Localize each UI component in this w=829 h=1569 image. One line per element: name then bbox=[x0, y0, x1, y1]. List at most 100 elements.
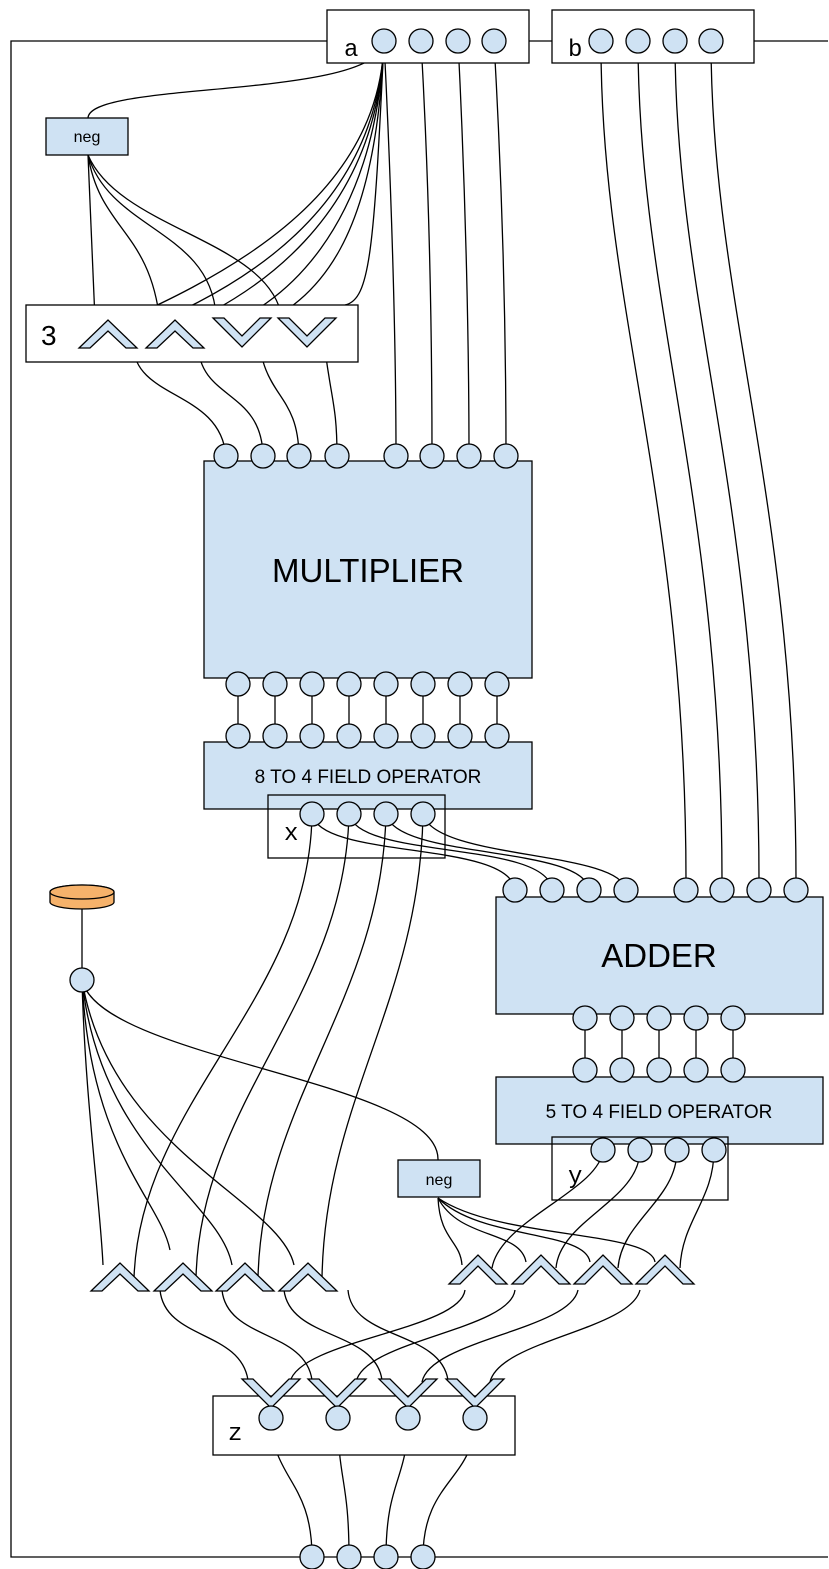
multiplier-in-pin bbox=[383, 443, 409, 469]
constant-box bbox=[25, 304, 359, 363]
up-gate bbox=[510, 1254, 572, 1285]
up-gate bbox=[144, 319, 206, 349]
y-register: y bbox=[551, 1136, 729, 1201]
z-pin bbox=[395, 1405, 421, 1431]
adder-in-pin bbox=[746, 877, 772, 903]
multiplier-out-pin bbox=[373, 671, 399, 697]
field-op-in-pin bbox=[609, 1057, 635, 1083]
multiplier-out-pin bbox=[262, 671, 288, 697]
up-gate bbox=[89, 1262, 151, 1292]
input-a-label: a bbox=[344, 37, 358, 64]
multiplier-in-pin bbox=[250, 443, 276, 469]
adder-in-pin bbox=[539, 877, 565, 903]
up-gate bbox=[572, 1254, 634, 1285]
y-pin bbox=[701, 1137, 727, 1163]
x-label: x bbox=[284, 821, 298, 848]
field-op-in-pin bbox=[447, 723, 473, 749]
bottom-left-gates bbox=[89, 1262, 339, 1292]
multiplier-out-pin bbox=[484, 671, 510, 697]
field-op-in-pin bbox=[225, 723, 251, 749]
constant-label: 3 bbox=[41, 320, 57, 351]
x-pin bbox=[373, 801, 399, 827]
constant-block: 3 bbox=[25, 304, 359, 363]
up-gate bbox=[447, 1254, 509, 1285]
multiplier-out-pin bbox=[447, 671, 473, 697]
y-pin bbox=[627, 1137, 653, 1163]
adder-in-pin bbox=[783, 877, 809, 903]
input-b-pin bbox=[662, 28, 688, 54]
field-op-in-pin bbox=[646, 1057, 672, 1083]
adder-label: ADDER bbox=[601, 937, 717, 974]
adder-in-pin bbox=[576, 877, 602, 903]
y-pin bbox=[664, 1137, 690, 1163]
field-op-in-pin bbox=[336, 723, 362, 749]
up-gate bbox=[277, 1262, 339, 1292]
x-register: x bbox=[267, 794, 446, 859]
x-pin bbox=[410, 801, 436, 827]
multiplier-in-pin bbox=[324, 443, 350, 469]
multiplier-in-pin bbox=[213, 443, 239, 469]
down-gate bbox=[276, 317, 338, 348]
field-op-in-pin bbox=[299, 723, 325, 749]
field-operator-8to4: 8 TO 4 FIELD OPERATOR bbox=[203, 723, 533, 810]
z-pin bbox=[462, 1405, 488, 1431]
up-gate bbox=[152, 1262, 214, 1292]
field-op-in-pin bbox=[572, 1057, 598, 1083]
clock-pin bbox=[69, 967, 95, 993]
y-label: y bbox=[568, 1164, 582, 1191]
adder-out-pin bbox=[609, 1005, 635, 1031]
up-gate bbox=[214, 1262, 276, 1292]
output-pin bbox=[410, 1544, 436, 1569]
neg-bottom-label: neg bbox=[426, 1172, 453, 1189]
up-gate bbox=[634, 1254, 696, 1285]
output-pins bbox=[299, 1544, 436, 1569]
adder-in-pin bbox=[613, 877, 639, 903]
multiplier-out-pin bbox=[299, 671, 325, 697]
x-box bbox=[267, 794, 446, 859]
multiplier-label: MULTIPLIER bbox=[272, 552, 464, 589]
input-a-pin bbox=[371, 28, 397, 54]
x-pin bbox=[336, 801, 362, 827]
field-op-in-pin bbox=[484, 723, 510, 749]
input-b-pin bbox=[698, 28, 724, 54]
neg-top-block: neg bbox=[45, 117, 129, 156]
multiplier-out-pin bbox=[410, 671, 436, 697]
multiplier-in-pin bbox=[419, 443, 445, 469]
x-pin bbox=[299, 801, 325, 827]
bottom-right-gates bbox=[447, 1254, 696, 1285]
multiplier-out-pin bbox=[336, 671, 362, 697]
adder-out-pin bbox=[572, 1005, 598, 1031]
input-b-label: b bbox=[568, 37, 582, 64]
field-operator-5to4: 5 TO 4 FIELD OPERATOR bbox=[495, 1057, 824, 1145]
z-pin bbox=[325, 1405, 351, 1431]
field-op-in-pin bbox=[373, 723, 399, 749]
input-b-pin bbox=[625, 28, 651, 54]
clock-source bbox=[49, 884, 115, 993]
wires bbox=[81, 40, 797, 1558]
adder-block: ADDER bbox=[495, 877, 824, 1031]
multiplier-out-pin bbox=[225, 671, 251, 697]
z-pin bbox=[258, 1405, 284, 1431]
multiplier-in-pin bbox=[286, 443, 312, 469]
z-label: z bbox=[228, 1421, 242, 1448]
y-box bbox=[551, 1136, 729, 1201]
neg-top-label: neg bbox=[74, 129, 101, 146]
input-b-pin bbox=[588, 28, 614, 54]
output-pin bbox=[299, 1544, 325, 1569]
neg-bottom-block: neg bbox=[397, 1159, 481, 1198]
y-pin bbox=[590, 1137, 616, 1163]
z-register: z bbox=[212, 1378, 516, 1456]
input-a-pin bbox=[408, 28, 434, 54]
field-op-in-pin bbox=[262, 723, 288, 749]
adder-in-pin bbox=[709, 877, 735, 903]
adder-out-pin bbox=[720, 1005, 746, 1031]
multiplier-block: MULTIPLIER bbox=[203, 443, 533, 697]
multiplier-in-pin bbox=[493, 443, 519, 469]
output-pin bbox=[373, 1544, 399, 1569]
input-a-group: a bbox=[326, 9, 530, 64]
adder-in-pin bbox=[673, 877, 699, 903]
adder-out-pin bbox=[646, 1005, 672, 1031]
adder-out-pin bbox=[683, 1005, 709, 1031]
field-op-in-pin bbox=[720, 1057, 746, 1083]
multiplier-in-pin bbox=[456, 443, 482, 469]
